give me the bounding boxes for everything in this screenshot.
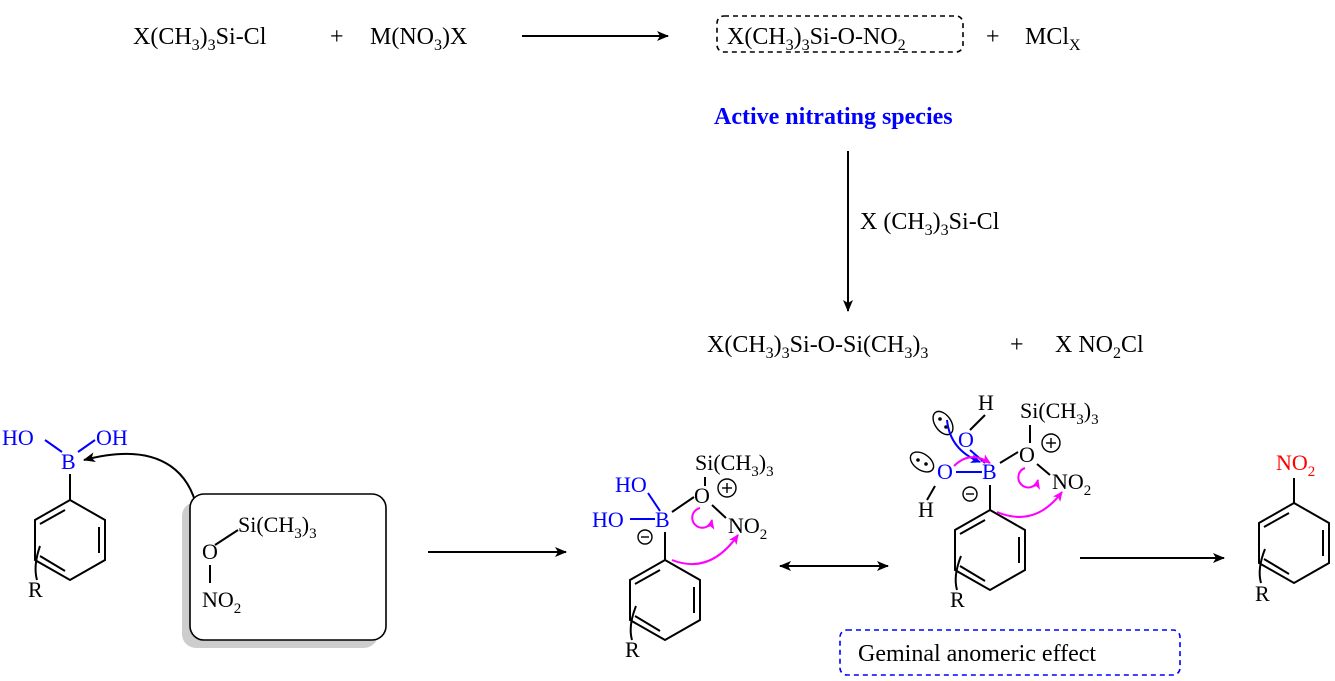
hydroxyl-label: HO (592, 507, 624, 532)
r-substituent: R (625, 637, 640, 662)
boronate-intermediate-2: H O O H B O Si(CH3)3 NO2 R (909, 390, 1099, 612)
hydroxyl-label: HO (615, 472, 647, 497)
nitro-group: NO2 (202, 587, 241, 617)
reactant-metal-nitrate: M(NO3)X (370, 24, 467, 54)
product-nitryl-chloride: X NO2Cl (1055, 332, 1144, 362)
product-tms-nitrate: X(CH3)3Si-O-NO2 (727, 24, 906, 54)
boron-label: B (982, 459, 997, 484)
oxygen-label: O (958, 427, 974, 452)
r-substituent: R (28, 577, 43, 602)
hydrogen-label: H (918, 497, 934, 522)
reactant-tmscl: X(CH3)3Si-Cl (133, 24, 267, 54)
phenylboronic-acid: HO OH B R (2, 425, 128, 602)
oxygen-label: O (694, 483, 710, 508)
equation-1: X(CH3)3Si-Cl + M(NO3)X X(CH3)3Si-O-NO2 +… (133, 15, 1081, 54)
oxygen-label: O (937, 459, 953, 484)
plus-sign: + (330, 24, 344, 50)
hydrogen-label: H (978, 390, 994, 415)
tms-nitrate-box: Si(CH3)3 O NO2 (182, 493, 387, 648)
r-substituent: R (950, 587, 965, 612)
equation-2: X(CH3)3Si-O-Si(CH3)3 + X NO2Cl (707, 332, 1144, 362)
boronate-intermediate-1: HO HO B O Si(CH3)3 NO2 R (592, 450, 774, 662)
product-metal-chloride: MClX (1025, 24, 1081, 54)
boron-label: B (655, 507, 670, 532)
tms-group: Si(CH3)3 (695, 450, 774, 480)
hydroxyl-label: OH (96, 425, 128, 450)
nitro-group: NO2 (1052, 469, 1091, 499)
plus-sign: + (1010, 332, 1024, 358)
oxygen-label: O (1019, 442, 1035, 467)
nitro-group: NO2 (728, 513, 767, 543)
boron-label: B (61, 449, 76, 474)
nitro-group: NO2 (1276, 450, 1315, 480)
tms-group: Si(CH3)3 (238, 512, 317, 542)
geminal-anomeric-label: Geminal anomeric effect (858, 641, 1096, 667)
nitroarene-product: NO2 R (1255, 450, 1330, 606)
active-species-box (716, 15, 964, 53)
hydroxyl-label: HO (2, 425, 34, 450)
r-substituent: R (1255, 581, 1270, 606)
geminal-label-box (839, 629, 1181, 676)
active-nitrating-label: Active nitrating species (714, 104, 953, 130)
reagent-label: X (CH3)3Si-Cl (860, 209, 1000, 239)
plus-sign: + (986, 24, 1000, 50)
product-hexamethyldisiloxane: X(CH3)3Si-O-Si(CH3)3 (707, 332, 928, 362)
tms-group: Si(CH3)3 (1020, 398, 1099, 428)
oxygen-label: O (202, 539, 218, 564)
